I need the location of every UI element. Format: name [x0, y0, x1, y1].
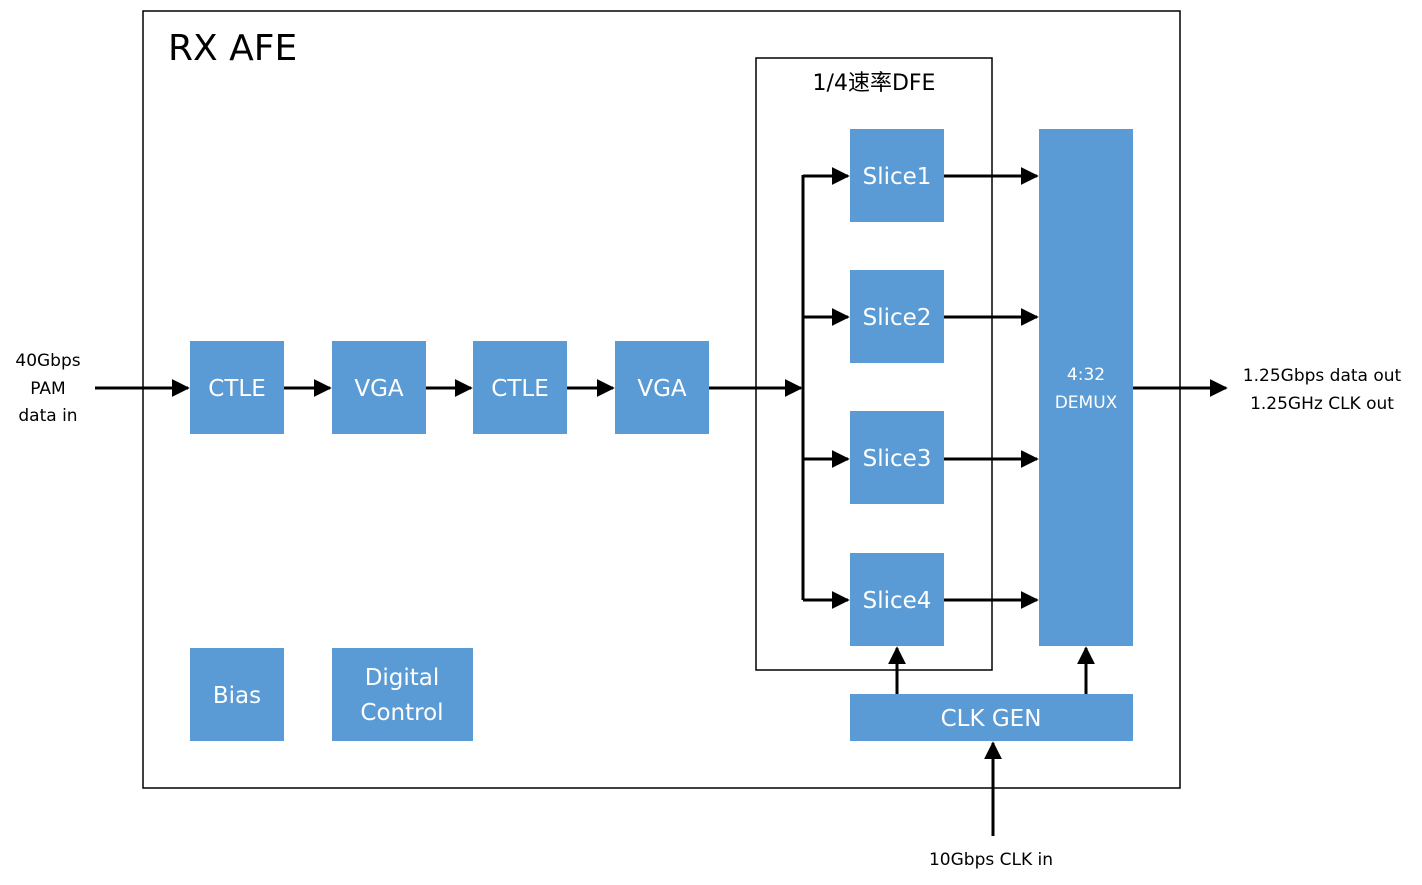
digital-control-label-line2: Control [360, 700, 443, 726]
ctle-block-2: CTLE [473, 341, 567, 434]
clk-in-label: 10Gbps CLK in [929, 850, 1053, 870]
vga-block-1-label: VGA [354, 376, 404, 402]
slice2-label: Slice2 [863, 305, 932, 331]
slice1-label: Slice1 [863, 164, 932, 190]
slice3-block: Slice3 [850, 411, 944, 504]
output-label-line1: 1.25Gbps data out [1243, 366, 1402, 386]
ctle-block-1: CTLE [190, 341, 284, 434]
slice3-label: Slice3 [863, 446, 932, 472]
rx-afe-title: RX AFE [168, 28, 297, 69]
slice2-block: Slice2 [850, 270, 944, 363]
bias-block: Bias [190, 648, 284, 741]
clk-gen-block: CLK GEN [850, 694, 1133, 741]
output-label: 1.25Gbps data out 1.25GHz CLK out [1243, 366, 1402, 414]
ctle-block-2-label: CTLE [491, 376, 548, 402]
vga-block-2: VGA [615, 341, 709, 434]
dfe-label: 1/4速率DFE [813, 71, 936, 96]
bias-label: Bias [213, 683, 261, 709]
slice4-label: Slice4 [863, 588, 932, 614]
output-label-line2: 1.25GHz CLK out [1250, 394, 1394, 414]
slice1-block: Slice1 [850, 129, 944, 222]
input-label-line3: data in [18, 406, 77, 426]
demux-label-line2: DEMUX [1055, 393, 1118, 413]
digital-control-block: Digital Control [332, 648, 473, 741]
slice4-block: Slice4 [850, 553, 944, 646]
vga-block-2-label: VGA [637, 376, 687, 402]
input-label-line2: PAM [30, 379, 65, 399]
rx-afe-frame [142, 10, 1181, 789]
signal-wires [95, 167, 1228, 836]
demux-block: 4:32 DEMUX [1039, 129, 1133, 646]
dfe-frame [755, 57, 993, 671]
clk-gen-label: CLK GEN [941, 706, 1042, 732]
vga-block-1: VGA [332, 341, 426, 434]
input-label: 40Gbps PAM data in [15, 351, 80, 426]
input-label-line1: 40Gbps [15, 351, 80, 371]
ctle-block-1-label: CTLE [208, 376, 265, 402]
digital-control-label-line1: Digital [365, 665, 440, 691]
demux-label-line1: 4:32 [1067, 365, 1105, 385]
